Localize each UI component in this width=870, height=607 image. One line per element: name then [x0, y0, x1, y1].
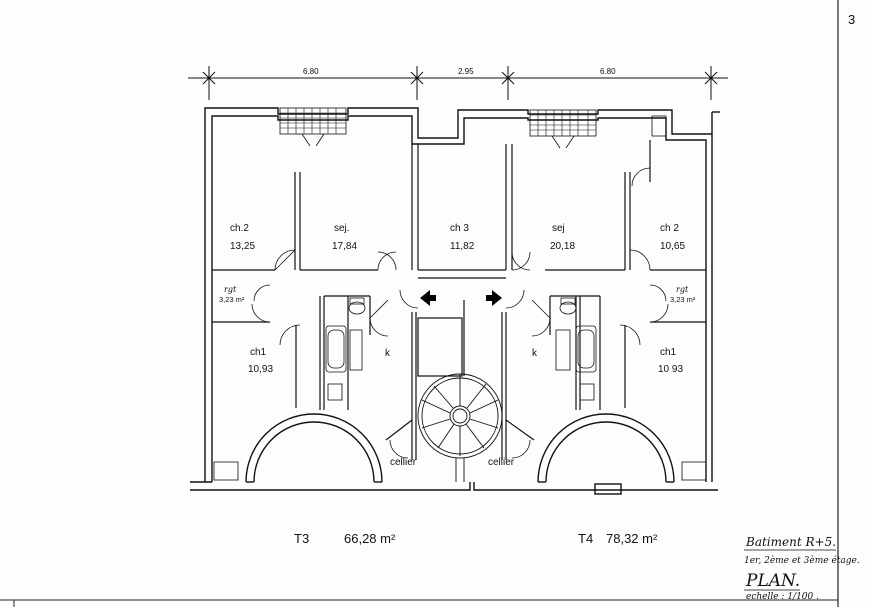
apartment-area: 78,32 m²: [606, 531, 658, 546]
circulation-arrows: [420, 290, 502, 306]
room-name: ch1: [250, 347, 267, 358]
room-name: sej: [552, 223, 565, 234]
apartment-summary: T3 66,28 m² T4 78,32 m²: [294, 531, 658, 546]
closet-name: rgt: [676, 285, 689, 294]
title-building: Batiment R+5.: [745, 535, 836, 549]
dimension-middle: 2.95: [458, 67, 474, 76]
cellar-label: cellier: [390, 457, 417, 468]
kitchen-label: k: [532, 348, 538, 359]
kitchen-label: k: [385, 348, 391, 359]
room-name: ch 2: [660, 223, 679, 234]
closet-area: 3,23 m²: [219, 295, 245, 304]
page-number: 3: [848, 12, 855, 27]
spiral-staircase: [417, 373, 503, 482]
room-name: ch.2: [230, 223, 249, 234]
apartment-area: 66,28 m²: [344, 531, 396, 546]
room-name: ch 3: [450, 223, 469, 234]
room-name: sej.: [334, 223, 350, 234]
dimension-left: 6.80: [303, 67, 319, 76]
room-area: 10 93: [658, 364, 683, 375]
exterior-walls: [190, 107, 720, 495]
title-scale: echelle : 1/100 .: [746, 592, 819, 602]
room-area: 10,65: [660, 241, 685, 252]
interior-walls: [212, 140, 706, 460]
room-name: ch1: [660, 347, 677, 358]
closet-area: 3,23 m²: [670, 295, 696, 304]
room-area: 17,84: [332, 241, 357, 252]
room-area: 13,25: [230, 241, 255, 252]
closet-name: rgt: [224, 285, 237, 294]
title-plan: PLAN.: [745, 571, 800, 591]
curved-bays: [245, 413, 675, 483]
dimension-right: 6.80: [600, 67, 616, 76]
door-swings: [251, 167, 669, 459]
dimension-line: [188, 66, 728, 100]
title-block: Batiment R+5. 1er, 2ème et 3ème étage. P…: [744, 535, 860, 602]
room-area: 10,93: [248, 364, 273, 375]
apartment-type: T4: [578, 531, 593, 546]
windows: [279, 107, 667, 149]
title-floors: 1er, 2ème et 3ème étage.: [744, 555, 860, 566]
apartment-type: T3: [294, 531, 309, 546]
sanitary-fixtures: [213, 297, 707, 481]
room-area: 20,18: [550, 241, 575, 252]
room-area: 11,82: [450, 241, 475, 252]
cellar-label: cellier: [488, 457, 515, 468]
room-labels: ch.2 13,25 sej. 17,84 ch 3 11,82 sej 20,…: [219, 223, 696, 468]
